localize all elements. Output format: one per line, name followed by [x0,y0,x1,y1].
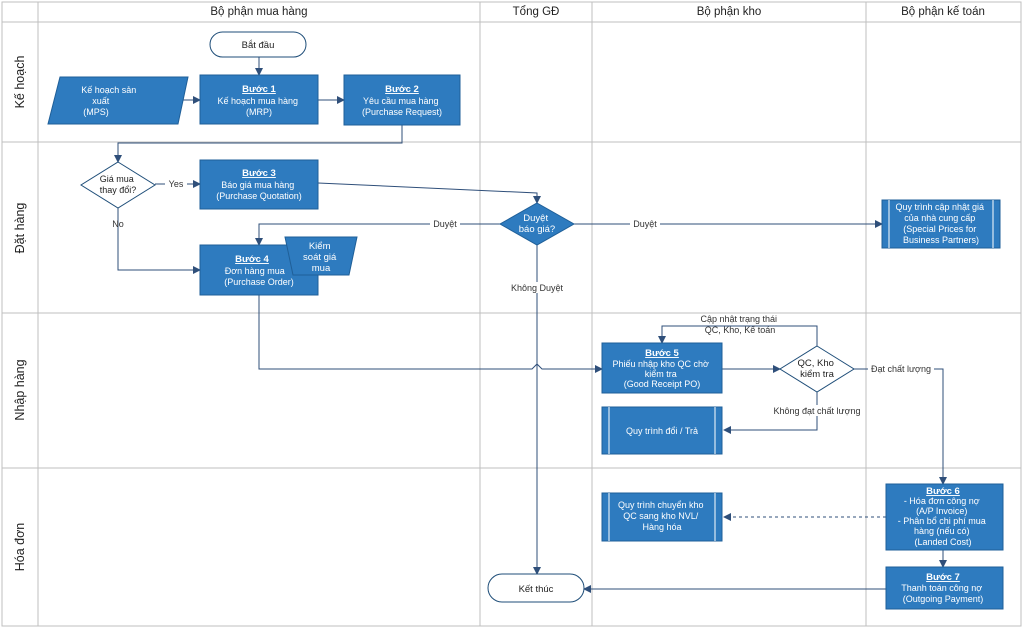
step3-text: Báo giá mua hàng (Purchase Quotation) [216,180,302,201]
edge-label-approved-left: Duyệt [433,219,457,229]
step6-text: - Hóa đơn công nợ (A/P Invoice) - Phân b… [898,496,989,547]
start-terminator[interactable]: Bắt đầu [209,31,307,58]
approve-quote-label: Duyệt báo giá? [519,213,555,235]
step5-box[interactable]: Bước 5 Phiếu nhập kho QC chờ kiểm tra (G… [601,342,723,394]
end-terminator[interactable]: Kết thúc [487,573,585,603]
row-label-invoice: Hóa đơn [13,523,27,572]
special-prices-process[interactable]: Quy trình cập nhật giá của nhà cung cấp … [881,199,1001,249]
step6-title: Bước 6 [926,486,960,497]
step7-box[interactable]: Bước 7 Thanh toán công nợ (Outgoing Paym… [885,566,1004,610]
qc-check-decision[interactable]: QC, Kho kiểm tra [779,345,855,393]
price-change-label: Giá mua thay đổi? [100,174,137,195]
transfer-process-label: Quy trình chuyển kho QC sang kho NVL/ Hà… [618,500,706,532]
step3-title: Bước 3 [242,168,276,179]
edge-label-yes: Yes [169,179,184,189]
return-process-label: Quy trình đổi / Trả [626,426,698,436]
transfer-process[interactable]: Quy trình chuyển kho QC sang kho NVL/ Hà… [601,492,723,542]
step2-title: Bước 2 [385,84,419,95]
row-label-order: Đặt hàng [13,203,27,254]
edge-label-quality-fail: Không đạt chất lượng [774,406,861,416]
approve-quote-decision[interactable]: Duyệt báo giá? [498,202,576,246]
step1-title: Bước 1 [242,84,276,95]
end-label: Kết thúc [519,584,554,595]
price-change-decision[interactable]: Giá mua thay đổi? [80,161,156,209]
edge-label-no: No [112,219,124,229]
row-label-plan: Kế hoạch [13,56,27,109]
step2-box[interactable]: Bước 2 Yêu cầu mua hàng (Purchase Reques… [343,74,461,126]
price-control-label: Kiểm soát giá mua [303,241,339,274]
edge-label-quality-ok: Đạt chất lượng [871,364,931,374]
step5-title: Bước 5 [645,348,679,359]
column-header-purchasing: Bộ phận mua hàng [210,6,307,18]
row-label-receive: Nhập hàng [13,359,27,420]
edge-label-status-update: Cập nhật trạng thái QC, Kho, Kế toán [700,314,779,335]
step4-title: Bước 4 [235,254,269,265]
step1-text: Kế hoạch mua hàng (MRP) [217,96,300,117]
return-process[interactable]: Quy trình đổi / Trả [601,406,723,455]
edge-label-approved-right: Duyệt [633,219,657,229]
step2-text: Yêu cầu mua hàng (Purchase Request) [362,96,442,117]
connectors [114,57,947,593]
special-prices-label: Quy trình cập nhật giá của nhà cung cấp … [895,202,986,245]
mps-label: Kế hoạch sản xuất (MPS) [81,85,139,117]
qc-check-label: QC, Kho kiểm tra [797,358,836,380]
column-header-accounting: Bộ phận kế toán [901,6,985,18]
price-control-node[interactable]: Kiểm soát giá mua [284,236,358,276]
column-header-director: Tổng GĐ [513,6,560,18]
step6-box[interactable]: Bước 6 - Hóa đơn công nợ (A/P Invoice) -… [885,483,1004,551]
mps-input[interactable]: Kế hoạch sản xuất (MPS) [47,76,189,125]
step3-box[interactable]: Bước 3 Báo giá mua hàng (Purchase Quotat… [199,159,319,210]
step5-text: Phiếu nhập kho QC chờ kiểm tra (Good Rec… [613,359,712,389]
step7-title: Bước 7 [926,572,960,583]
step1-box[interactable]: Bước 1 Kế hoạch mua hàng (MRP) [199,74,319,125]
step7-text: Thanh toán công nợ (Outgoing Payment) [901,583,984,604]
edge-label-not-approved: Không Duyệt [511,283,564,293]
step4-text: Đơn hàng mua (Purchase Order) [224,266,294,287]
start-label: Bắt đầu [242,40,275,51]
column-header-warehouse: Bộ phận kho [697,6,762,18]
